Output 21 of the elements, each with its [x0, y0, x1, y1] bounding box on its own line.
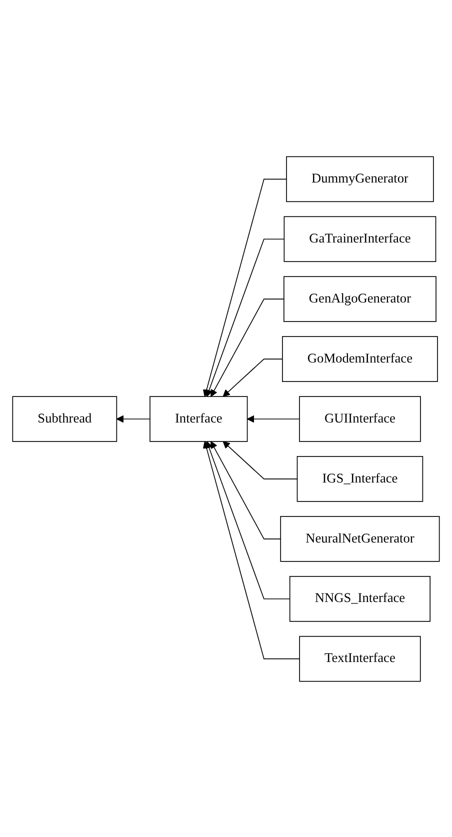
arrow [222, 440, 298, 479]
arrow [222, 358, 283, 396]
arrow [206, 238, 285, 396]
node-box: NNGS_Interface [289, 575, 430, 622]
arrow [116, 414, 150, 422]
node-box: TextInterface [299, 635, 421, 682]
node-box: GoModemInterface [282, 336, 438, 382]
arrow [210, 440, 282, 539]
node-box: Interface [150, 396, 248, 442]
node-box: GUIInterface [299, 396, 421, 442]
node-box: GaTrainerInterface [284, 216, 436, 262]
arrow [202, 178, 287, 396]
arrow [202, 440, 300, 659]
node-box: NeuralNetGenerator [280, 516, 440, 562]
node-box: DummyGenerator [286, 156, 434, 202]
node-box: GenAlgoGenerator [284, 276, 436, 322]
arrow [206, 440, 290, 599]
node-box: Subthread [12, 396, 118, 442]
arrow [246, 414, 300, 422]
arrow [210, 298, 284, 396]
node-box: IGS_Interface [296, 456, 424, 502]
